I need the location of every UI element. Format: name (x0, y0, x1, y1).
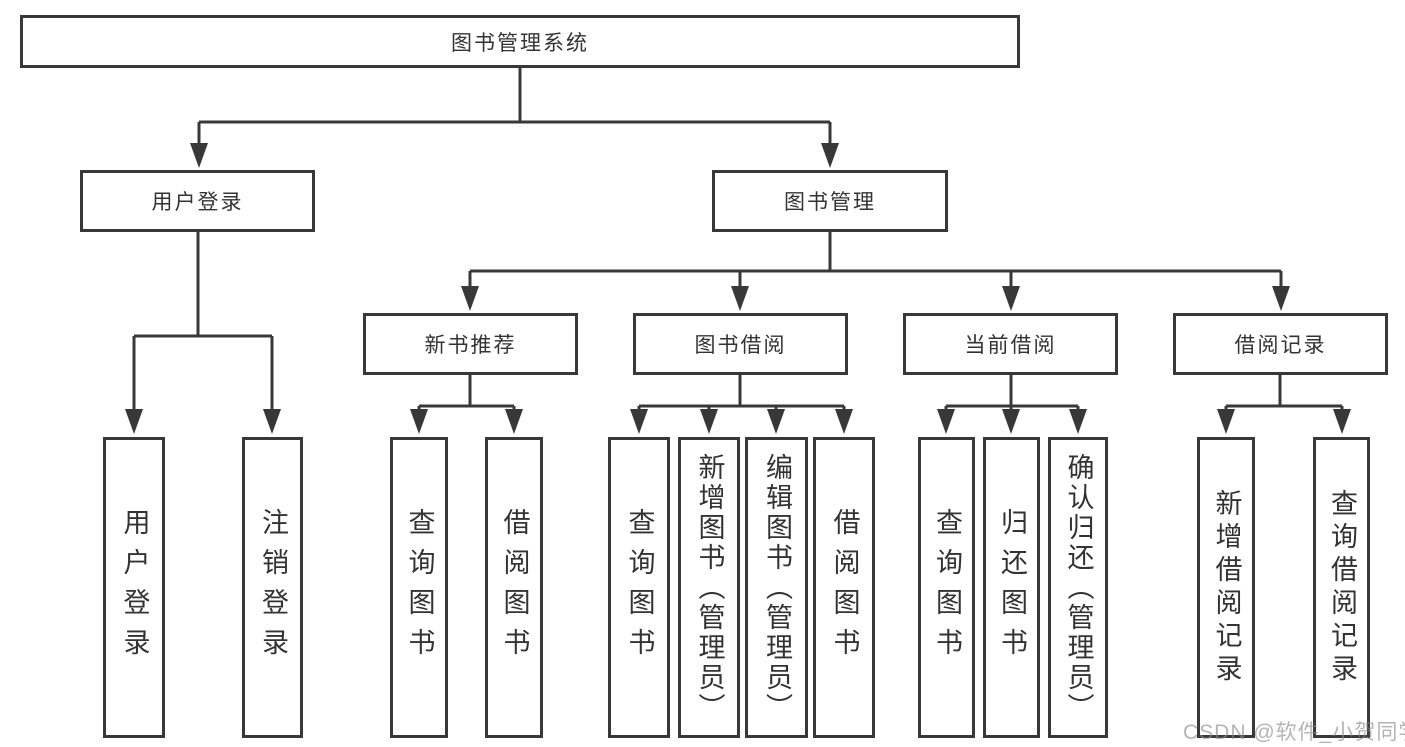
node-book-borrow-label: 图书借阅 (694, 334, 787, 357)
leaf-nbr-query-books: 查询图书 (390, 437, 448, 738)
node-current-borrow-label: 当前借阅 (964, 334, 1057, 357)
leaf-br-query-record-label: 查询借阅记录 (1327, 488, 1357, 687)
csdn-watermark: CSDN @软件_小贺同学 (1183, 721, 1405, 744)
leaf-cb-confirm-return-admin: 确认归还（管理员） (1048, 437, 1108, 738)
leaf-cb-confirm-return-admin-label: 确认归还（管理员） (1063, 452, 1094, 723)
leaf-bb-query-books: 查询图书 (608, 437, 670, 738)
node-new-book-recommend-label: 新书推荐 (424, 334, 517, 357)
node-book-borrow: 图书借阅 (633, 313, 848, 375)
leaf-br-add-record: 新增借阅记录 (1197, 437, 1255, 738)
leaf-bb-add-books-admin: 新增图书（管理员） (678, 437, 740, 738)
leaf-bb-query-books-label: 查询图书 (624, 507, 655, 668)
leaf-nbr-query-books-label: 查询图书 (404, 507, 435, 668)
leaf-cb-query-books: 查询图书 (918, 437, 975, 738)
leaf-logout-label: 注销登录 (258, 507, 288, 668)
leaf-bb-add-books-admin-label: 新增图书（管理员） (694, 452, 725, 723)
leaf-br-query-record: 查询借阅记录 (1313, 437, 1370, 738)
node-user-login: 用户登录 (80, 170, 315, 232)
node-current-borrow: 当前借阅 (903, 313, 1118, 375)
leaf-bb-borrow-books: 借阅图书 (813, 437, 875, 738)
leaf-bb-edit-books-admin-label: 编辑图书（管理员） (762, 452, 792, 723)
leaf-cb-query-books-label: 查询图书 (932, 507, 962, 668)
leaf-logout: 注销登录 (242, 437, 303, 738)
leaf-bb-borrow-books-label: 借阅图书 (829, 507, 860, 668)
node-root-system: 图书管理系统 (20, 15, 1020, 68)
leaf-nbr-borrow-books-label: 借阅图书 (499, 507, 530, 668)
node-book-management: 图书管理 (712, 170, 948, 232)
leaf-cb-return-books-label: 归还图书 (997, 507, 1027, 668)
leaf-nbr-borrow-books: 借阅图书 (485, 437, 543, 738)
node-borrow-records-label: 借阅记录 (1234, 334, 1327, 357)
leaf-bb-edit-books-admin: 编辑图书（管理员） (745, 437, 808, 738)
leaf-br-add-record-label: 新增借阅记录 (1211, 488, 1242, 687)
node-user-login-label: 用户登录 (151, 191, 244, 214)
connector-paths (132, 68, 1344, 416)
leaf-cb-return-books: 归还图书 (983, 437, 1040, 738)
node-borrow-records: 借阅记录 (1173, 313, 1388, 375)
node-root-label: 图书管理系统 (451, 31, 589, 55)
arrowheads (125, 143, 1351, 434)
node-new-book-recommend: 新书推荐 (363, 313, 578, 375)
node-book-management-label: 图书管理 (784, 191, 876, 214)
leaf-user-login: 用户登录 (103, 437, 165, 738)
leaf-user-login-label: 用户登录 (119, 507, 150, 668)
